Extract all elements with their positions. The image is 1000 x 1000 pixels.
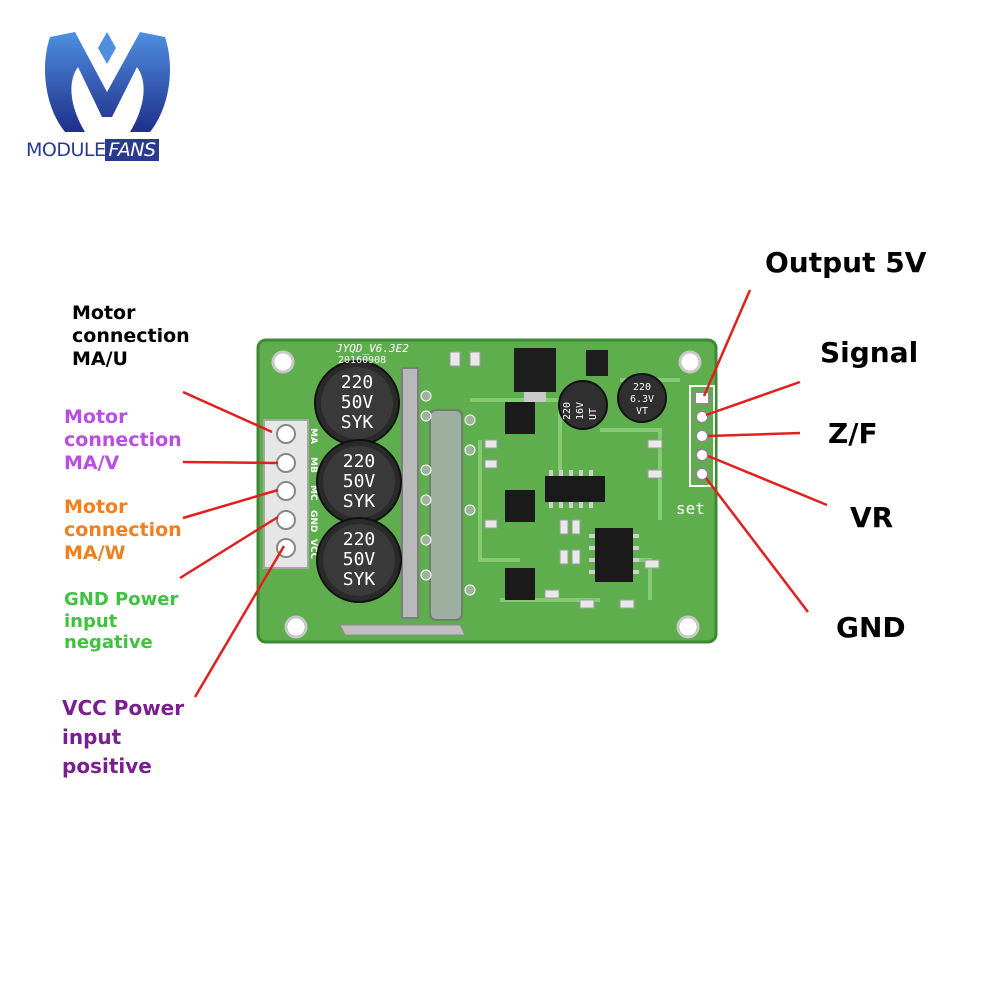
- terminal-label-ma: MA: [308, 428, 318, 444]
- label-motor-ma-w-line1: Motor: [64, 496, 128, 518]
- big-cap-1-brand: SYK: [341, 412, 374, 433]
- label-gnd-power-line3: negative: [64, 632, 153, 654]
- label-motor-ma-u-line1: Motor: [72, 302, 136, 324]
- terminal-label-vcc: VCC: [308, 539, 318, 560]
- big-capacitor-2: 220 50V SYK: [316, 439, 402, 525]
- pointer-lines: [179, 289, 828, 698]
- brand-logo-icon: [45, 32, 170, 132]
- label-vcc-power-line3: positive: [62, 754, 152, 778]
- label-motor-ma-u-line3: MA/U: [72, 347, 128, 370]
- label-zf: Z/F: [828, 417, 878, 450]
- label-vcc-power-line2: input: [62, 725, 122, 749]
- big-capacitor-3: 220 50V SYK: [316, 517, 402, 603]
- label-vcc-power: VCC Power input positive: [62, 694, 184, 781]
- big-cap-2-value: 220: [343, 451, 376, 472]
- label-vcc-power-line1: VCC Power: [62, 696, 185, 720]
- terminal-label-mc: MC: [308, 485, 318, 501]
- small-cap-2-brand: VT: [636, 406, 648, 417]
- label-gnd-power: GND Power input negative: [64, 589, 178, 654]
- big-cap-1-value: 220: [341, 372, 374, 393]
- label-gnd-power-line2: input: [64, 610, 118, 632]
- label-signal: Signal: [820, 336, 919, 369]
- big-cap-3-brand: SYK: [343, 569, 376, 590]
- board-date-text: 20160908: [338, 355, 386, 366]
- board-model-text: JYQD_V6.3E2: [335, 342, 409, 355]
- label-vr: VR: [850, 501, 894, 534]
- label-motor-ma-v: Motor connection MA/V: [64, 406, 182, 474]
- label-motor-ma-u: Motor connection MA/U: [72, 302, 190, 370]
- small-cap-1-brand: UT: [588, 408, 599, 420]
- big-cap-3-value: 220: [343, 529, 376, 550]
- label-motor-ma-w: Motor connection MA/W: [64, 496, 182, 564]
- big-cap-1-voltage: 50V: [341, 392, 374, 413]
- small-cap-2-value: 220: [633, 382, 651, 393]
- label-motor-ma-w-line2: connection: [64, 518, 182, 541]
- big-cap-3-voltage: 50V: [343, 549, 376, 570]
- label-gnd: GND: [836, 611, 906, 644]
- small-cap-2-voltage: 6.3V: [630, 394, 654, 405]
- brand-name-part1: MODULE: [26, 139, 106, 161]
- label-motor-ma-w-line3: MA/W: [64, 541, 126, 564]
- big-capacitor-1: 220 50V SYK: [314, 360, 400, 446]
- label-gnd-power-line1: GND Power: [64, 589, 179, 610]
- small-cap-1-value: 220: [562, 402, 573, 420]
- big-cap-2-brand: SYK: [343, 491, 376, 512]
- label-motor-ma-u-line2: connection: [72, 324, 190, 347]
- label-motor-ma-v-line1: Motor: [64, 406, 128, 428]
- board-set-label: set: [676, 499, 705, 518]
- label-motor-ma-v-line3: MA/V: [64, 451, 120, 474]
- label-output-5v: Output 5V: [765, 246, 927, 279]
- terminal-label-mb: MB: [308, 457, 318, 473]
- big-cap-2-voltage: 50V: [343, 471, 376, 492]
- label-motor-ma-v-line2: connection: [64, 428, 182, 451]
- brand-name-part2: FANS: [105, 139, 159, 161]
- small-capacitor-1: 220 16V UT: [558, 380, 608, 430]
- small-cap-1-voltage: 16V: [575, 402, 586, 420]
- terminal-label-gnd: GND: [308, 510, 318, 532]
- small-capacitor-2: 220 6.3V VT: [617, 373, 667, 423]
